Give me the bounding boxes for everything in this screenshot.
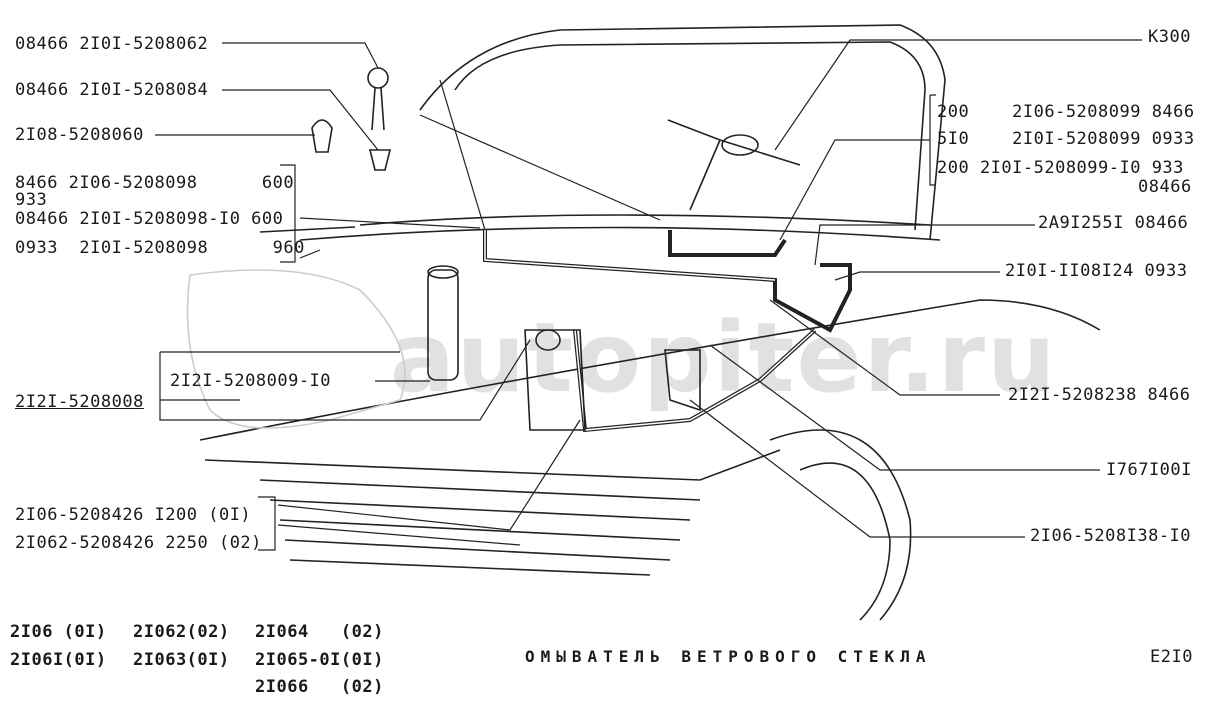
model: 2I063(0I) (133, 650, 230, 670)
label-hose-row: 08466 2I0I-5208098-I0 600 (15, 209, 284, 229)
label-k300: K300 (1148, 27, 1191, 47)
label-tee: 2A9I255I 08466 (1038, 213, 1189, 233)
model: 2I06 (0I) (10, 622, 107, 642)
wheel-arch (769, 429, 912, 621)
windshield-frame (454, 41, 926, 231)
cowl-line (359, 214, 931, 226)
label-hose-row: 933 (15, 190, 48, 210)
model: 2I065-0I(0I) (255, 650, 384, 670)
label-pump: 2I2I-5208009-I0 (170, 371, 332, 391)
label-tube-b: 2I062-5208426 2250 (02) (15, 533, 262, 553)
pump (427, 269, 459, 381)
strike-mark (259, 226, 356, 233)
label-jet-c: 2I08-5208060 (15, 125, 144, 145)
feed-hose (573, 328, 817, 433)
diagram-title: ОМЫВАТЕЛЬ ВЕТРОВОГО СТЕКЛА (525, 647, 932, 666)
fender (199, 299, 1101, 441)
label-bracket: 2I06-5208I38-I0 (1030, 526, 1192, 546)
label-reservoir: 2I2I-5208008 (15, 392, 144, 412)
label-valve: 2I2I-5208238 8466 (1008, 385, 1191, 405)
model: 2I066 (02) (255, 677, 384, 697)
label-switch-row: 200 2I0I-5208099-I0 933 (937, 158, 1184, 178)
label-jet-b: 08466 2I0I-5208084 (15, 80, 209, 100)
hood-outline (419, 24, 946, 241)
label-bolt: I767I00I (1106, 460, 1192, 480)
washer-hose (483, 230, 852, 333)
sheet-code: E2I0 (1150, 647, 1193, 667)
wiper-switch (667, 119, 801, 211)
label-hose-row: 0933 2I0I-5208098 960 (15, 238, 305, 258)
jet-icon (367, 67, 389, 89)
model: 2I064 (02) (255, 622, 384, 642)
label-switch-row: 5I0 2I0I-5208099 0933 (937, 129, 1195, 149)
label-switch-row: 200 2I06-5208099 8466 (937, 102, 1195, 122)
label-hose-row: 8466 2I06-5208098 600 (15, 173, 295, 193)
label-tube-a: 2I06-5208426 I200 (0I) (15, 505, 252, 525)
bracket (664, 349, 701, 412)
grille (259, 479, 701, 576)
label-clip: 2I0I-II08I24 0933 (1005, 261, 1188, 281)
label-switch-row: 08466 (1138, 177, 1192, 197)
reservoir (524, 329, 586, 431)
model: 2I06I(0I) (10, 650, 107, 670)
label-jet-a: 08466 2I0I-5208062 (15, 34, 209, 54)
model: 2I062(02) (133, 622, 230, 642)
